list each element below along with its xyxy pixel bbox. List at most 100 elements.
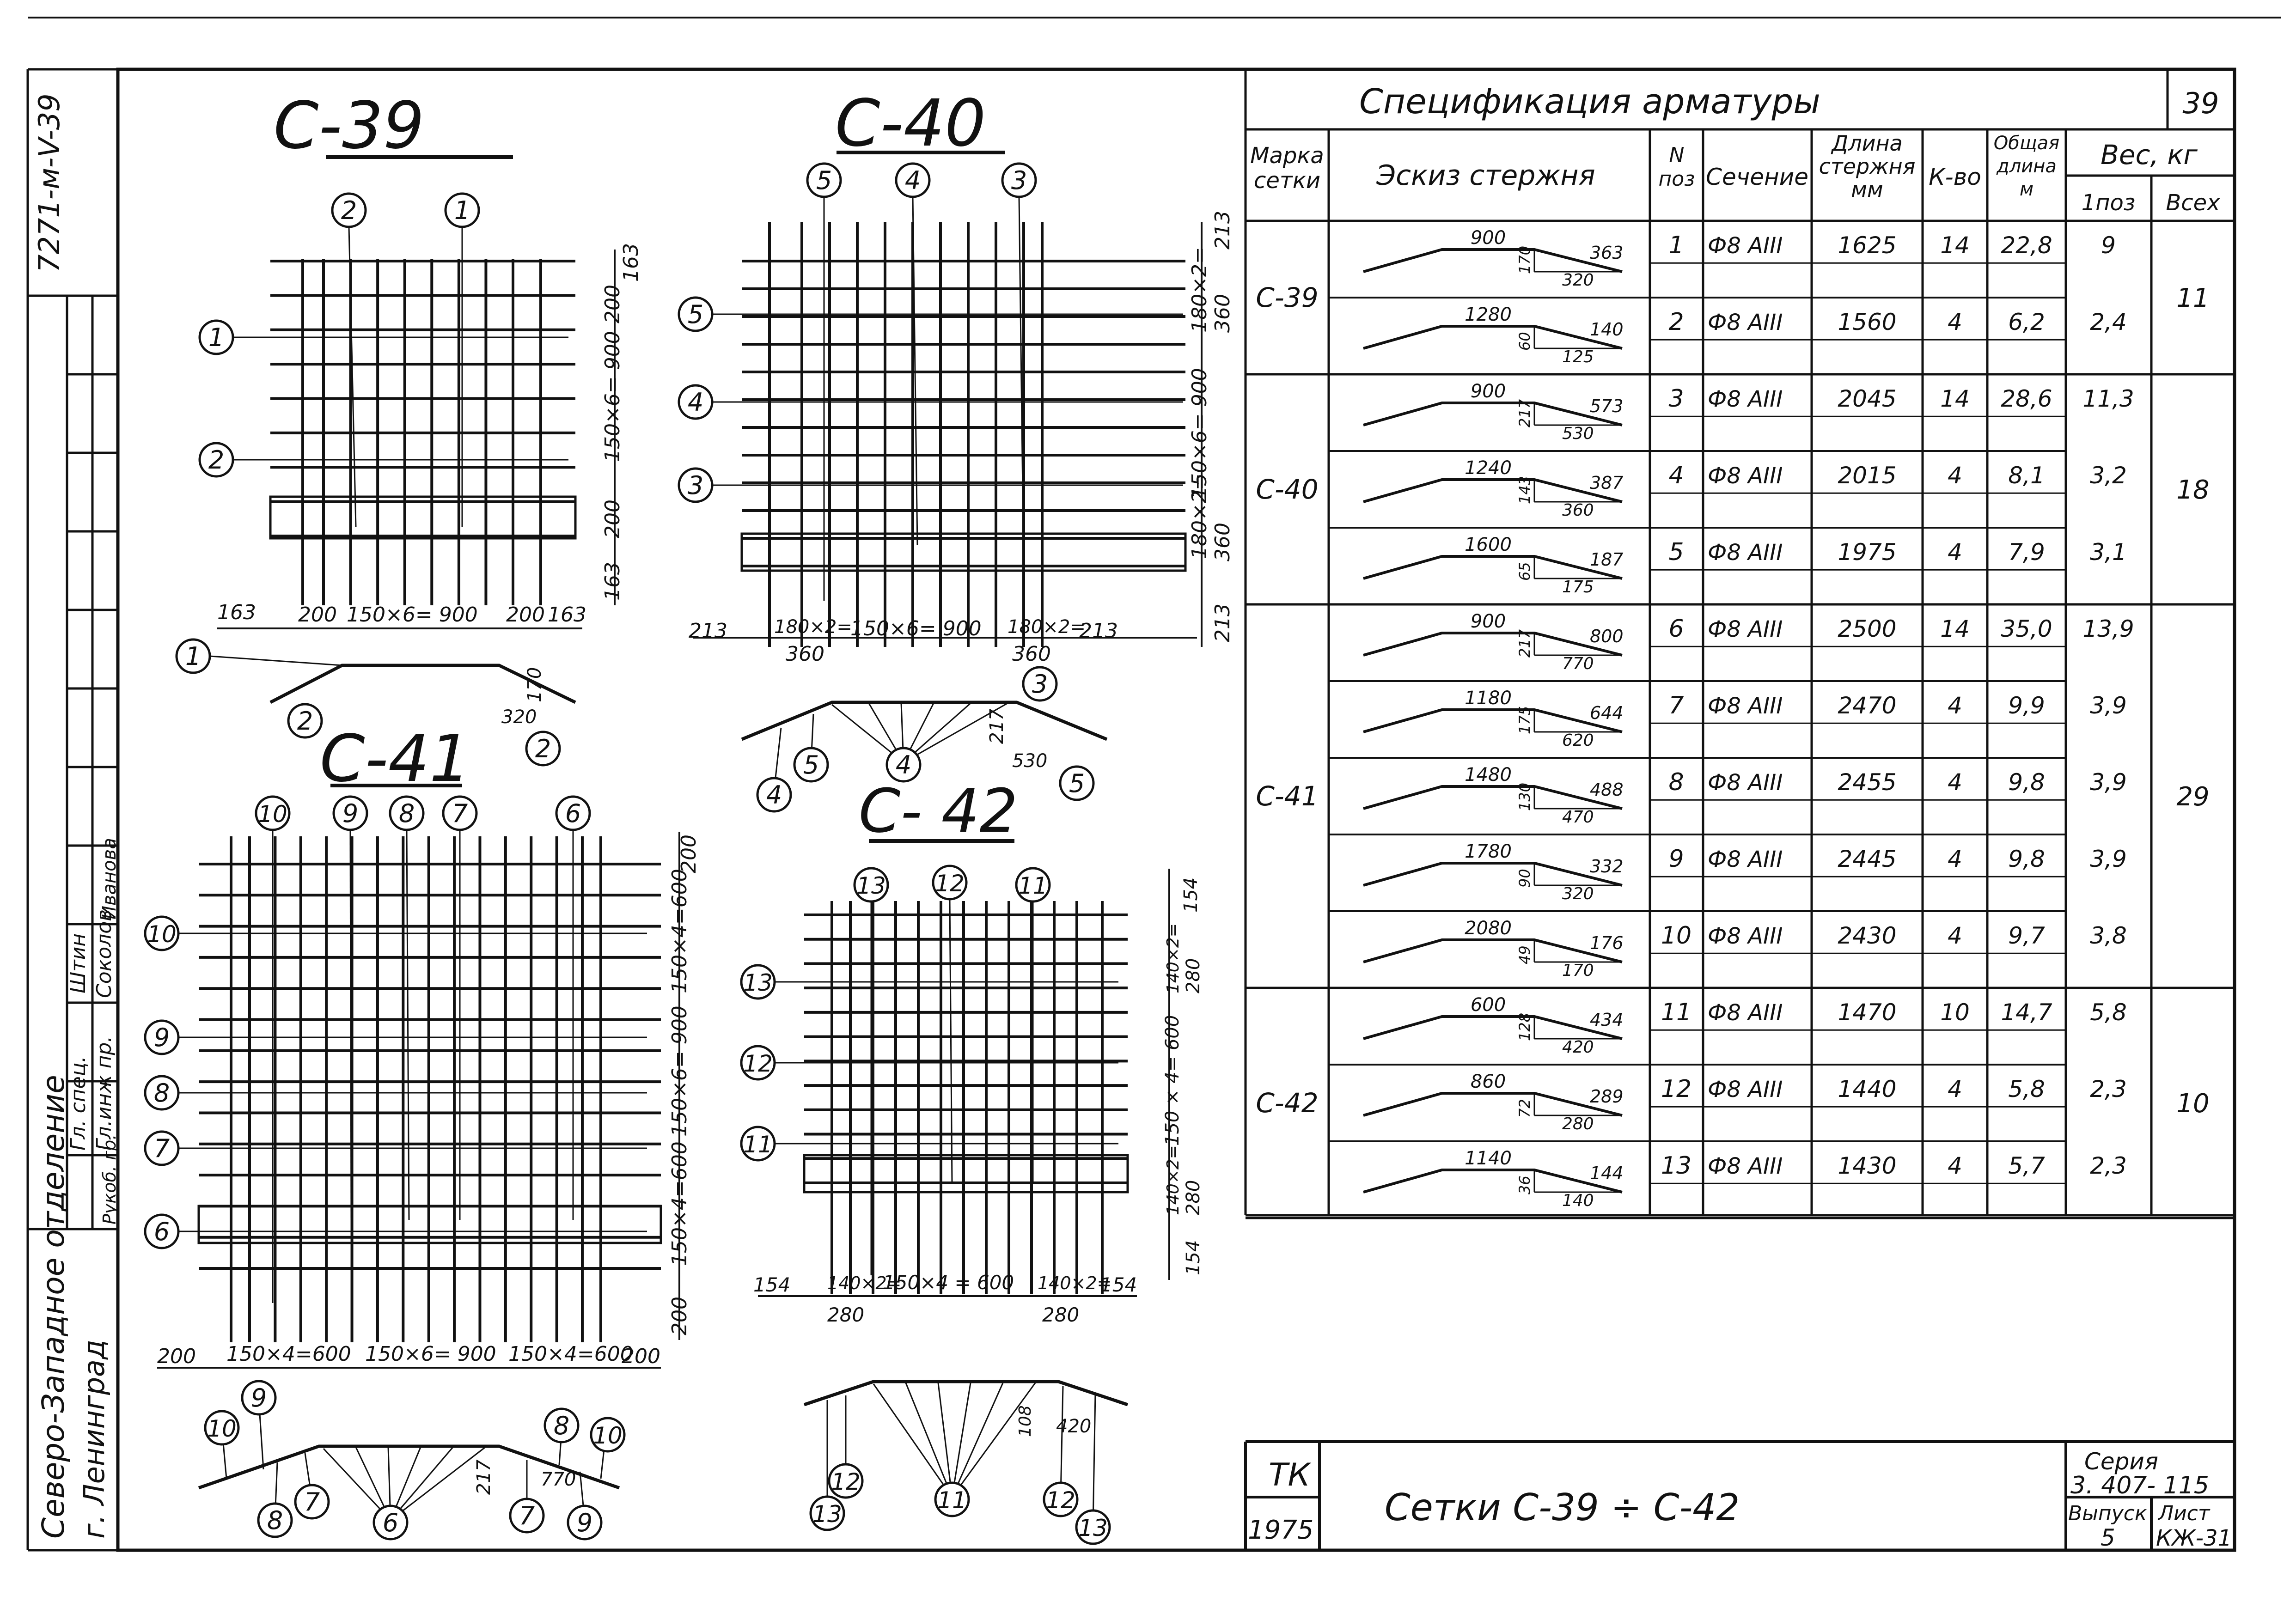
bar-count: 4 [1948, 769, 1962, 796]
sketch-dimension: 130 [1516, 783, 1533, 811]
position-marker: 5 [793, 747, 829, 783]
bar-section: Ф8 АIII [1708, 693, 1783, 719]
dimension-label: 200 [677, 834, 701, 873]
dimension-label: 180×2= [1188, 247, 1211, 333]
bar-length: 1560 [1838, 309, 1896, 335]
bar-count: 10 [1940, 999, 1970, 1026]
sketch-dimension: 1240 [1465, 457, 1512, 479]
svg-text:2: 2 [297, 706, 313, 736]
bar-length: 2445 [1838, 846, 1896, 872]
position-marker: 9 [332, 795, 368, 831]
svg-text:10: 10 [147, 921, 177, 948]
position-number: 11 [1661, 999, 1691, 1026]
bar-section: Ф8 АIII [1708, 463, 1783, 489]
sketch-dimension: 280 [1562, 1115, 1594, 1133]
group-total-weight: 11 [2176, 283, 2209, 313]
bar-weight: 5,8 [2090, 999, 2127, 1026]
svg-text:12: 12 [743, 1050, 773, 1077]
svg-text:5: 5 [803, 750, 819, 780]
dimension-label: 150×4=600 [226, 1342, 351, 1366]
position-marker: 11 [1015, 867, 1051, 903]
sketch-dimension: 128 [1516, 1013, 1533, 1041]
sketch-dimension: 289 [1590, 1086, 1624, 1107]
position-marker: 12 [932, 865, 968, 901]
group-total-weight: 29 [2176, 782, 2209, 812]
position-marker: 3 [678, 467, 714, 503]
sketch-dimension: 125 [1562, 347, 1594, 366]
svg-text:9: 9 [154, 1023, 170, 1052]
sketch-dimension: 320 [1562, 884, 1594, 903]
dimension-label: 360 [1211, 294, 1234, 333]
sketch-dimension: 470 [1562, 808, 1594, 827]
bar-section: Ф8 АIII [1708, 540, 1783, 566]
sketch-dimension: 140 [1590, 319, 1624, 340]
svg-text:5: 5 [688, 300, 703, 329]
bar-weight: 3,2 [2090, 462, 2127, 489]
svg-text:2: 2 [535, 734, 551, 763]
position-marker: 7 [509, 1498, 545, 1534]
position-number: 10 [1661, 922, 1691, 950]
sketch-dimension: 900 [1471, 611, 1506, 632]
position-marker: 13 [740, 964, 776, 1000]
title-year: 1975 [1248, 1515, 1314, 1545]
svg-text:5: 5 [816, 166, 832, 195]
mesh-title: С-40 [835, 86, 986, 161]
svg-text:7: 7 [304, 1487, 320, 1516]
dimension-label: 140×2= [1038, 1273, 1111, 1293]
position-marker: 6 [144, 1213, 180, 1249]
svg-text:12: 12 [831, 1468, 861, 1495]
position-marker: 4 [678, 384, 714, 420]
title-main: Сетки С-39 ÷ С-42 [1385, 1486, 1740, 1529]
sketch-dimension: 770 [1562, 654, 1594, 673]
svg-text:13: 13 [812, 1501, 842, 1528]
dimension-label: 150×4=600 [508, 1342, 633, 1366]
svg-text:4: 4 [896, 750, 911, 780]
sketch-dimension: 36 [1516, 1175, 1533, 1194]
position-number: 7 [1668, 692, 1684, 719]
position-marker: 1 [175, 638, 211, 674]
dimension-label: 217 [986, 708, 1008, 744]
position-marker: 8 [144, 1075, 180, 1111]
bar-total-length: 9,9 [2008, 692, 2045, 719]
bar-section: Ф8 АIII [1708, 1077, 1783, 1102]
position-marker: 10 [204, 1410, 240, 1446]
bar-total-length: 5,7 [2008, 1152, 2045, 1179]
dimension-label: 150×6= 900 [365, 1342, 496, 1366]
position-marker: 4 [895, 162, 931, 198]
dimension-label: 180×2= [1188, 473, 1211, 559]
bar-weight: 3,9 [2090, 692, 2127, 719]
svg-text:6: 6 [154, 1217, 170, 1246]
dimension-label: 150×4=600 [668, 1141, 691, 1266]
dimension-label: 280 [1183, 958, 1204, 993]
bar-count: 14 [1940, 615, 1970, 642]
mesh-c40: С-40 5 4 3 5 4 3 213 180×2= 360 150×6= 9… [678, 86, 1234, 813]
position-number: 2 [1668, 308, 1684, 336]
position-marker: 4 [885, 747, 922, 783]
bar-weight: 3,8 [2090, 922, 2127, 949]
position-marker: 7 [144, 1130, 180, 1166]
position-marker: 8 [543, 1407, 580, 1443]
svg-text:11: 11 [1018, 872, 1048, 899]
dimension-label: 200 [668, 1297, 691, 1335]
dimension-label: 163 [601, 562, 624, 601]
bar-total-length: 22,8 [2001, 232, 2052, 259]
stamp-role: Гл.инж пр. [92, 1036, 116, 1151]
dimension-label: 420 [1056, 1416, 1091, 1437]
dimension-label: 150×4=600 [668, 869, 691, 993]
stamp-role: Гл. спец. [67, 1056, 90, 1151]
position-marker: 2 [525, 731, 561, 767]
sketch-dimension: 144 [1590, 1163, 1624, 1183]
position-number: 13 [1661, 1152, 1691, 1180]
stamp-name: Иванова [99, 838, 120, 920]
position-marker: 10 [255, 795, 291, 831]
position-marker: 2 [287, 703, 323, 739]
sketch-dimension: 387 [1590, 473, 1624, 493]
